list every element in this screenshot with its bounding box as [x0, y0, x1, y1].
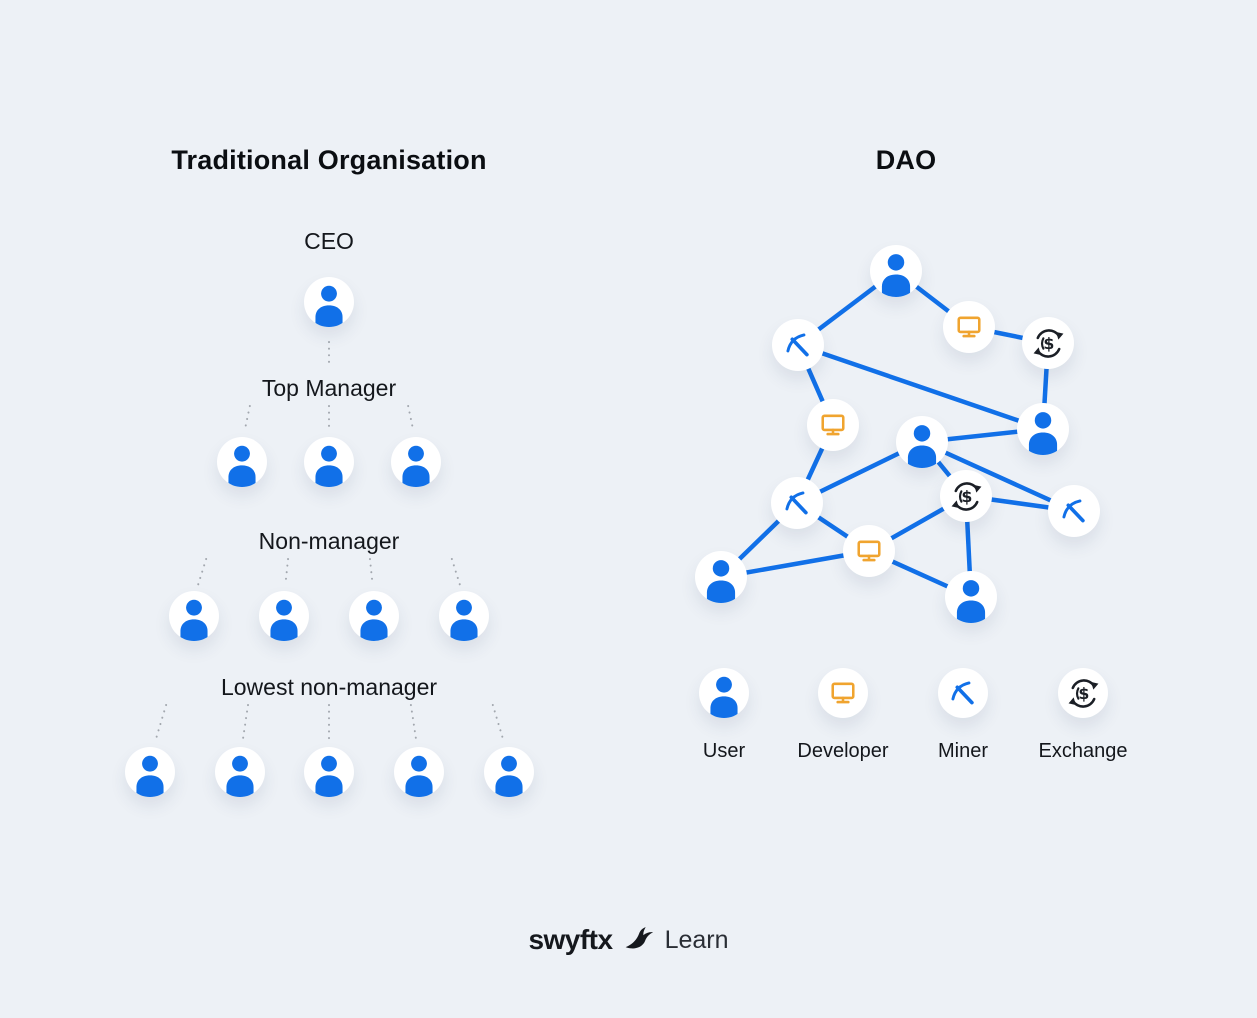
currency-exchange-icon: $ [1033, 328, 1063, 358]
org-person-node [394, 747, 444, 797]
person-icon [710, 676, 738, 718]
svg-text:$: $ [1043, 334, 1054, 353]
svg-text:$: $ [961, 487, 972, 506]
pickaxe-icon [950, 680, 974, 704]
person-icon [228, 445, 256, 487]
monitor-icon [821, 414, 845, 436]
org-level-label: Lowest non-manager [220, 674, 438, 700]
currency-exchange-icon: $ [951, 481, 981, 511]
svg-text:$: $ [1078, 684, 1089, 703]
org-level-label: Top Manager [261, 375, 397, 401]
person-icon [402, 445, 430, 487]
pickaxe-icon [785, 332, 809, 356]
dao-node-user [870, 245, 922, 297]
legend-icon-miner [938, 668, 988, 718]
person-icon [956, 580, 986, 623]
org-person-node [259, 591, 309, 641]
legend-icon-developer [818, 668, 868, 718]
person-icon [136, 755, 164, 797]
person-icon [226, 755, 254, 797]
currency-exchange-icon: $ [1068, 678, 1098, 708]
org-level-label: Non-manager [258, 528, 400, 554]
dao-title: DAO [875, 145, 937, 175]
brand-footer: swyftx Learn [0, 918, 1257, 962]
person-icon [270, 599, 298, 641]
dao-node-developer [943, 301, 995, 353]
dao-node-user [896, 416, 948, 468]
dao-node-developer [807, 399, 859, 451]
dao-node-user [945, 571, 997, 623]
pickaxe-icon [1061, 498, 1085, 522]
monitor-icon [857, 540, 881, 562]
dao-node-miner [772, 319, 824, 371]
dao-node-user [1017, 403, 1069, 455]
dao-node-exchange: $ [1022, 317, 1074, 369]
org-person-node [439, 591, 489, 641]
dao-node-developer [843, 525, 895, 577]
person-icon [881, 254, 911, 297]
person-icon [495, 755, 523, 797]
swyftx-bird-icon [624, 923, 654, 958]
org-person-node [215, 747, 265, 797]
person-icon [315, 755, 343, 797]
org-person-node [391, 437, 441, 487]
org-person-node [484, 747, 534, 797]
person-icon [315, 285, 343, 327]
person-icon [315, 445, 343, 487]
org-level-label: CEO [304, 228, 354, 254]
legend-label-developer: Developer [797, 740, 889, 762]
dao-node-exchange: $ [940, 470, 992, 522]
org-person-node [349, 591, 399, 641]
org-chart-title: Traditional Organisation [171, 145, 487, 175]
org-person-node [304, 437, 354, 487]
dao-node-miner [771, 477, 823, 529]
org-person-node [304, 747, 354, 797]
person-icon [450, 599, 478, 641]
person-icon [907, 425, 937, 468]
legend-label-miner: Miner [937, 740, 989, 762]
person-icon [180, 599, 208, 641]
person-icon [1028, 412, 1058, 455]
org-person-node [304, 277, 354, 327]
product-name: Learn [664, 925, 729, 954]
person-icon [405, 755, 433, 797]
brand-name: swyftx [528, 924, 613, 955]
org-person-node [169, 591, 219, 641]
person-icon [706, 560, 736, 603]
org-person-node [217, 437, 267, 487]
pickaxe-icon [784, 490, 808, 514]
dao-node-user [695, 551, 747, 603]
legend-icon-user [699, 668, 749, 718]
monitor-icon [957, 316, 981, 338]
legend-label-user: User [702, 740, 746, 762]
org-person-node [125, 747, 175, 797]
legend-label-exchange: Exchange [1038, 740, 1128, 762]
dao-node-miner [1048, 485, 1100, 537]
monitor-icon [831, 682, 855, 704]
legend-icon-exchange: $ [1058, 668, 1108, 718]
person-icon [360, 599, 388, 641]
